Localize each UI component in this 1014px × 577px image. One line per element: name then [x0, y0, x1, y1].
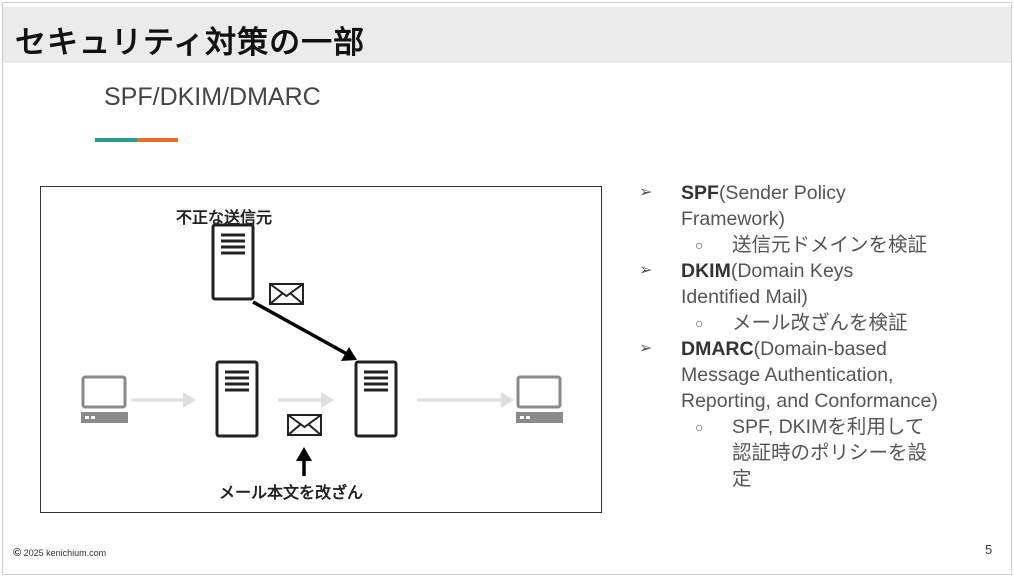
bullet-dmarc: ➢ DMARC(Domain-based Message Authenticat…: [635, 336, 1005, 414]
page-number: 5: [985, 542, 993, 557]
footer-text: 2025 kenichium.com: [23, 548, 107, 558]
accent-bar-orange: [137, 138, 178, 142]
mail-flow-diagram: 不正な送信元 メール本文を改ざん: [40, 186, 602, 513]
bullet-desc: (Domain-based: [753, 338, 887, 360]
sub-bullet-text: 認証時のポリシーを設: [732, 442, 928, 464]
bullet-desc: (Sender Policy: [718, 182, 846, 204]
bullet-term: DMARC: [681, 338, 754, 360]
diagram-graphics: [81, 223, 563, 476]
sub-bullet-text: メール改ざんを検証: [732, 312, 908, 334]
flow-arrow-1: [131, 392, 196, 408]
flow-arrow-3: [417, 392, 514, 408]
bullet-desc-line: Message Authentication,: [681, 364, 894, 386]
mail-icon: [287, 414, 322, 436]
bullet-list: ➢ SPF(Sender Policy Framework) ○ 送信元ドメイン…: [635, 180, 1005, 492]
sub-bullet-text: 定: [732, 468, 752, 490]
accent-bar-teal: [95, 138, 137, 142]
slide-title: セキュリティ対策の一部: [15, 25, 366, 61]
bullet-term: DKIM: [681, 260, 731, 282]
sub-bullet: ○ メール改ざんを検証: [635, 310, 1005, 336]
bullet-spf: ➢ SPF(Sender Policy Framework): [635, 180, 1005, 232]
bullet-desc: (Domain Keys: [730, 260, 854, 282]
sub-bullet: ○ SPF, DKIMを利用して 認証時のポリシーを設 定: [635, 414, 1005, 492]
bullet-dkim: ➢ DKIM(Domain Keys Identified Mail): [635, 258, 1005, 310]
slide-subtitle: SPF/DKIM/DMARC: [104, 83, 321, 111]
sub-bullet-text: 送信元ドメインを検証: [732, 234, 928, 256]
computer-icon: [516, 375, 563, 423]
bullet-arrow-icon: ➢: [639, 340, 653, 357]
circle-bullet-icon: ○: [695, 419, 704, 435]
mail-icon: [269, 283, 304, 305]
bullet-desc-line: Identified Mail): [681, 286, 808, 308]
bullet-desc-line: Framework): [681, 208, 786, 230]
sub-bullet-text: SPF, DKIMを利用して: [732, 416, 925, 438]
server-icon: [354, 360, 398, 438]
sub-bullet: ○ 送信元ドメインを検証: [635, 232, 1005, 258]
flow-arrow-2: [278, 392, 334, 408]
label-tampering: メール本文を改ざん: [219, 483, 364, 502]
bullet-arrow-icon: ➢: [639, 184, 653, 201]
circle-bullet-icon: ○: [695, 315, 704, 331]
footer: © 2025 kenichium.com: [13, 547, 106, 559]
circle-bullet-icon: ○: [695, 237, 704, 253]
copyright-icon: ©: [13, 547, 22, 559]
label-malicious-sender: 不正な送信元: [176, 208, 273, 227]
server-icon: [215, 360, 259, 438]
arrow-icon: [296, 447, 312, 476]
bullet-term: SPF: [681, 182, 719, 204]
server-icon: [211, 223, 255, 301]
title-bar: セキュリティ対策の一部: [3, 7, 1011, 63]
bullet-desc-line: Reporting, and Conformance): [681, 390, 938, 412]
bullet-arrow-icon: ➢: [639, 262, 653, 279]
computer-icon: [81, 375, 128, 423]
arrow-icon: [252, 300, 357, 361]
